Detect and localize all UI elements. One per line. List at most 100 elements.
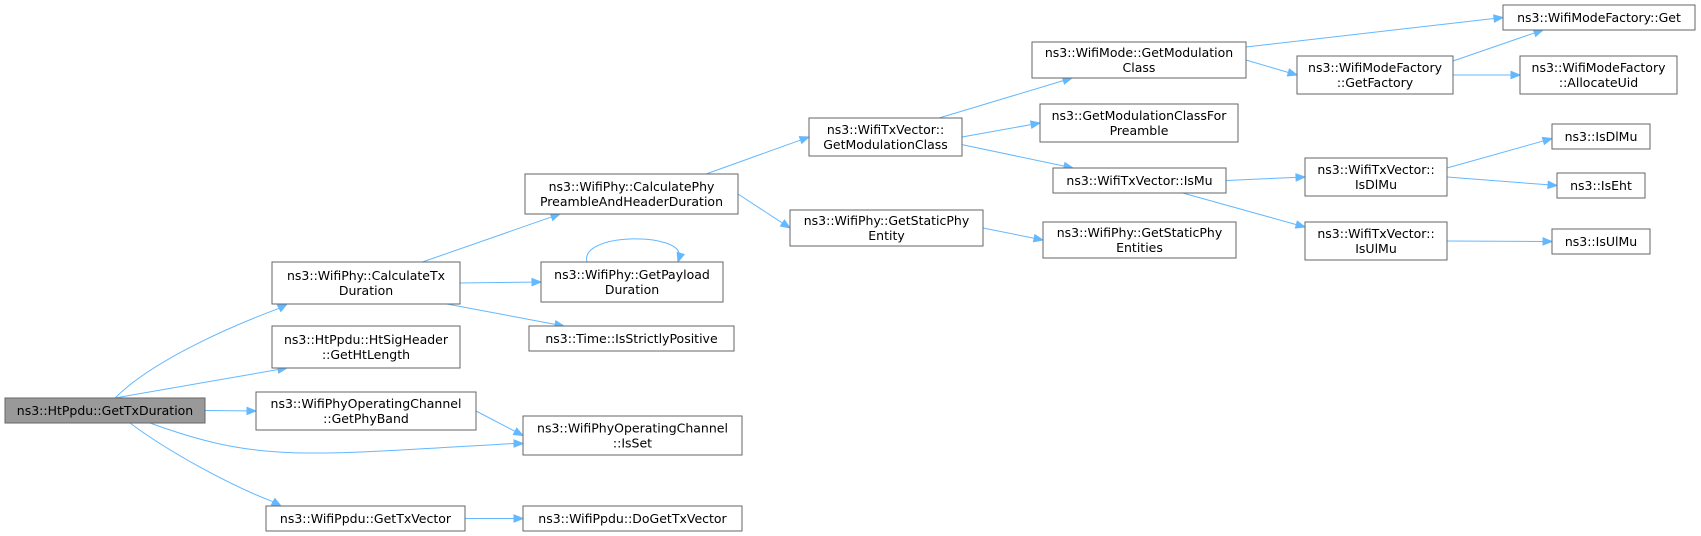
edge-calc-phy-preamble-to-get-static-phy-entity xyxy=(737,193,792,229)
node-label: ns3::HtPpdu::HtSigHeader xyxy=(284,332,449,347)
edge-arrowhead xyxy=(798,136,811,145)
node-mode-get-mod-class[interactable]: ns3::WifiMode::GetModulationClass xyxy=(1031,41,1247,79)
node-calc-phy-preamble[interactable]: ns3::WifiPhy::CalculatePhyPreambleAndHea… xyxy=(524,173,739,215)
node-label: ns3::WifiPhy::GetPayload xyxy=(554,267,710,282)
node-box xyxy=(265,505,466,532)
node-label: ::AllocateUid xyxy=(1559,75,1638,90)
edge-line xyxy=(705,139,801,175)
edge-tx-vec-get-mod-class-to-get-mod-class-for-preamble xyxy=(961,120,1042,138)
node-label: ns3::WifiModeFactory xyxy=(1532,60,1667,75)
edge-root-to-op-ch-get-phy-band xyxy=(204,406,258,416)
edge-mode-get-mod-class-to-factory-get-factory xyxy=(1245,59,1299,77)
edge-arrowhead xyxy=(1295,173,1307,182)
node-label: ns3::WifiTxVector::IsMu xyxy=(1066,173,1212,188)
edge-line xyxy=(938,80,1064,119)
node-ht-sig-get-ht-length[interactable]: ns3::HtPpdu::HtSigHeader::GetHtLength xyxy=(271,325,461,369)
edge-tx-vec-is-ul-mu-to-is-ul-mu xyxy=(1446,237,1554,246)
node-op-ch-is-set[interactable]: ns3::WifiPhyOperatingChannel::IsSet xyxy=(522,415,743,456)
edge-arrowhead xyxy=(1532,28,1545,38)
node-box xyxy=(524,173,739,215)
node-label: IsDlMu xyxy=(1355,177,1397,192)
node-box xyxy=(1519,55,1678,95)
node-label: ns3::WifiTxVector:: xyxy=(1317,162,1434,177)
node-box xyxy=(1296,55,1454,95)
edge-arrowhead xyxy=(531,277,543,287)
edge-get-payload-duration-to-get-payload-duration xyxy=(586,238,685,264)
node-box xyxy=(4,397,206,424)
edge-arrowhead xyxy=(1510,70,1522,80)
edge-line xyxy=(1225,176,1297,181)
node-tx-vec-get-mod-class[interactable]: ns3::WifiTxVector::GetModulationClass xyxy=(808,117,963,157)
node-box xyxy=(522,505,743,532)
node-label: ns3::HtPpdu::GetTxDuration xyxy=(17,403,193,418)
node-tx-vec-is-ul-mu[interactable]: ns3::WifiTxVector::IsUlMu xyxy=(1304,221,1448,261)
node-label: Duration xyxy=(605,282,659,297)
edge-arrowhead xyxy=(1029,120,1042,129)
edge-get-static-phy-entity-to-get-static-phy-entities xyxy=(982,227,1045,243)
node-is-eht[interactable]: ns3::IsEht xyxy=(1556,172,1646,199)
edge-root-to-op-ch-is-set xyxy=(149,422,525,454)
node-label: ::GetHtLength xyxy=(322,347,410,362)
node-is-ul-mu[interactable]: ns3::IsUlMu xyxy=(1551,228,1651,255)
node-label: ns3::WifiPhyOperatingChannel xyxy=(537,421,728,436)
node-tx-vec-is-mu[interactable]: ns3::WifiTxVector::IsMu xyxy=(1052,167,1227,194)
edges-layer xyxy=(114,14,1559,523)
node-label: ::GetFactory xyxy=(1337,75,1414,90)
node-ppdu-do-get-tx-vector[interactable]: ns3::WifiPpdu::DoGetTxVector xyxy=(522,505,743,532)
node-factory-get-factory[interactable]: ns3::WifiModeFactory::GetFactory xyxy=(1296,55,1454,95)
node-factory-get[interactable]: ns3::WifiModeFactory::Get xyxy=(1502,4,1696,31)
edge-line xyxy=(982,227,1035,239)
edge-arrowhead xyxy=(1286,68,1299,77)
node-time-is-strictly-positive[interactable]: ns3::Time::IsStrictlyPositive xyxy=(528,325,735,352)
node-label: ns3::WifiPhyOperatingChannel xyxy=(271,396,462,411)
node-label: ns3::WifiPpdu::GetTxVector xyxy=(280,511,452,526)
node-label: ns3::WifiPpdu::DoGetTxVector xyxy=(538,511,727,526)
node-op-ch-get-phy-band[interactable]: ns3::WifiPhyOperatingChannel::GetPhyBand xyxy=(255,391,477,431)
edge-arrowhead xyxy=(513,514,525,523)
node-box xyxy=(808,117,963,157)
node-label: ns3::WifiModeFactory::Get xyxy=(1517,10,1681,25)
edge-calc-phy-preamble-to-tx-vec-get-mod-class xyxy=(705,136,811,175)
edge-factory-get-factory-to-factory-allocate-uid xyxy=(1453,70,1522,80)
edge-arrowhead xyxy=(549,213,562,222)
nodes-layer: ns3::HtPpdu::GetTxDuration ns3::WifiPhy::… xyxy=(4,4,1696,532)
node-label: ns3::WifiModeFactory xyxy=(1308,60,1443,75)
node-factory-allocate-uid[interactable]: ns3::WifiModeFactory::AllocateUid xyxy=(1519,55,1678,95)
edge-arrowhead xyxy=(1547,180,1559,190)
edge-line xyxy=(961,144,1065,167)
edge-arrowhead xyxy=(513,439,525,448)
node-box xyxy=(271,261,461,305)
node-label: Entity xyxy=(868,228,905,243)
edge-calc-tx-duration-to-calc-phy-preamble xyxy=(422,213,562,263)
node-ppdu-get-tx-vector[interactable]: ns3::WifiPpdu::GetTxVector xyxy=(265,505,466,532)
edge-op-ch-get-phy-band-to-op-ch-is-set xyxy=(475,410,525,437)
node-label: Duration xyxy=(339,283,393,298)
node-label: ns3::IsDlMu xyxy=(1565,129,1638,144)
node-box xyxy=(540,261,724,303)
edge-tx-vec-get-mod-class-to-tx-vec-is-mu xyxy=(961,144,1075,171)
node-tx-vec-is-dl-mu[interactable]: ns3::WifiTxVector::IsDlMu xyxy=(1304,157,1448,197)
node-label: ns3::WifiTxVector:: xyxy=(1317,226,1434,241)
node-box xyxy=(789,209,984,247)
node-is-dl-mu[interactable]: ns3::IsDlMu xyxy=(1551,123,1651,150)
edge-arrowhead xyxy=(1542,237,1554,246)
node-box xyxy=(1042,221,1237,259)
edge-arrowhead xyxy=(246,406,258,416)
node-box xyxy=(1031,41,1247,79)
node-box xyxy=(271,325,461,369)
edge-ppdu-get-tx-vector-to-ppdu-do-get-tx-vector xyxy=(465,514,525,523)
node-label: PreambleAndHeaderDuration xyxy=(540,194,723,209)
node-label: ns3::WifiMode::GetModulation xyxy=(1045,45,1233,60)
node-root[interactable]: ns3::HtPpdu::GetTxDuration xyxy=(4,397,206,424)
edge-line xyxy=(446,303,556,325)
node-label: ns3::WifiPhy::CalculatePhy xyxy=(549,179,715,194)
node-label: ns3::GetModulationClassFor xyxy=(1052,108,1228,123)
node-label: GetModulationClass xyxy=(823,137,948,152)
edge-arrowhead xyxy=(1032,233,1045,243)
